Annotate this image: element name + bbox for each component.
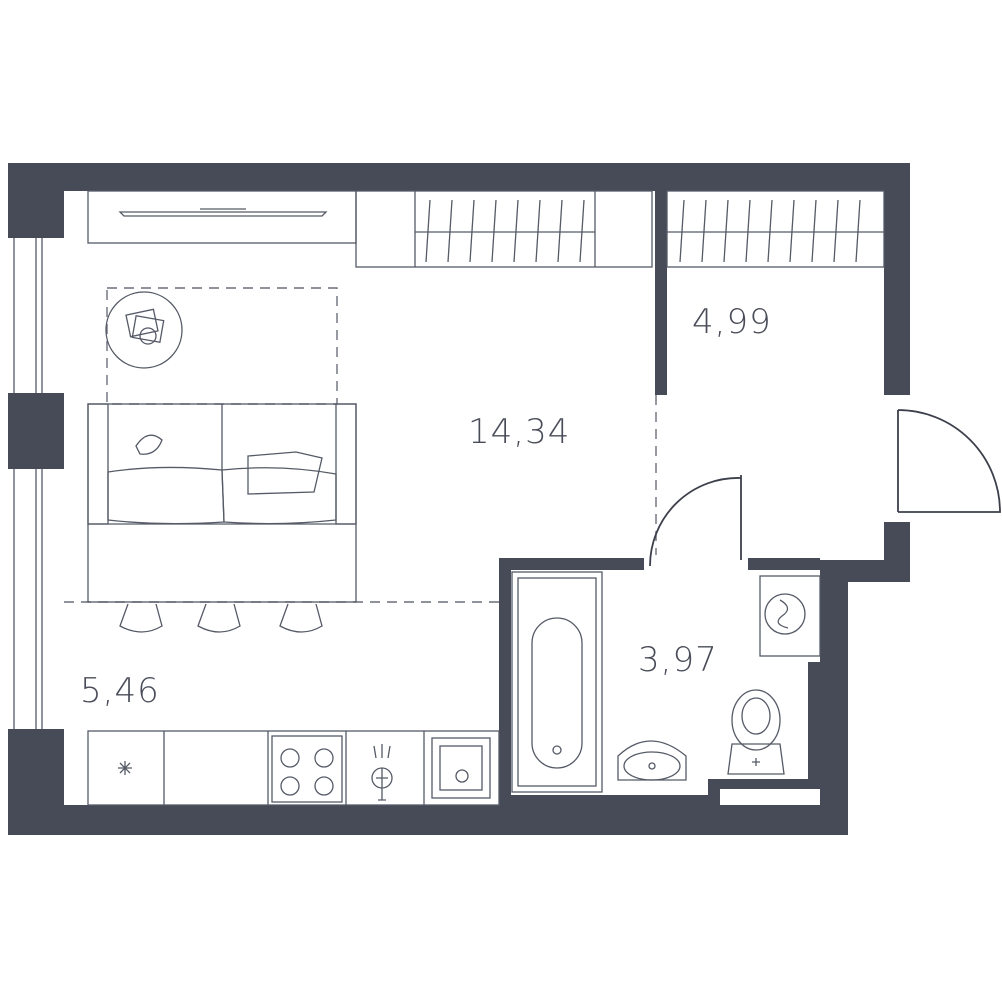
fridge-icon [118, 761, 132, 775]
kitchen-area-label: 5,46 [80, 671, 160, 711]
wardrobe-area-label: 4,99 [692, 302, 772, 342]
sofa-icon [87, 403, 357, 603]
bathroom-area-label: 3,97 [638, 640, 718, 680]
kitchen-counter [87, 730, 500, 806]
kitchen-sink-icon [431, 737, 491, 799]
rug-icon [106, 287, 338, 405]
wardrobe-icon [355, 190, 653, 268]
tap-icon [371, 744, 393, 801]
bar-stool-icon [119, 603, 323, 633]
washing-machine-icon [759, 575, 821, 657]
coffee-table-icon [105, 291, 183, 369]
toilet-icon [727, 689, 785, 775]
living-room-area-label: 14,34 [468, 412, 570, 452]
walls [8, 163, 910, 835]
stove-icon [271, 735, 343, 803]
bathtub-icon [511, 571, 603, 793]
window [13, 238, 43, 729]
sink-icon [617, 740, 687, 781]
tv-icon [87, 190, 357, 244]
wardrobe-icon [666, 190, 885, 268]
entrance-door[interactable] [897, 409, 1001, 513]
bathroom-door[interactable] [649, 475, 742, 567]
